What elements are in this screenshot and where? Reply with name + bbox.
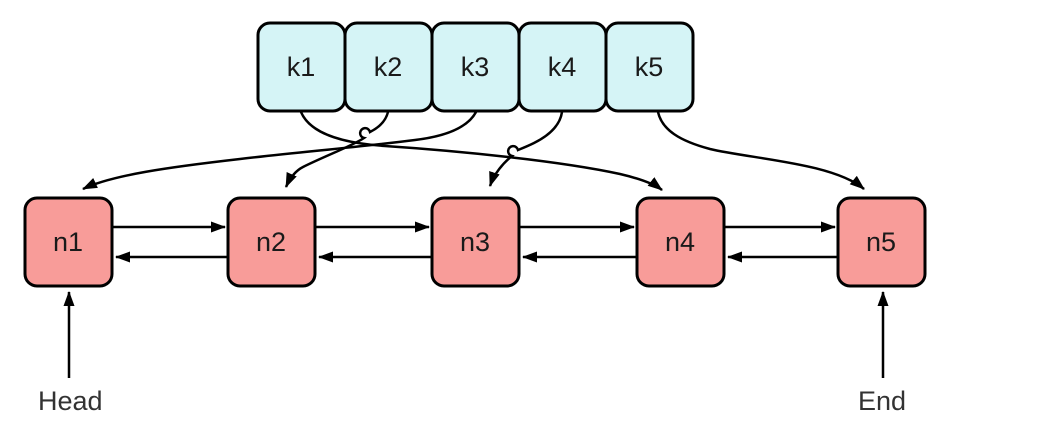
node-box-n5: n5 [836, 196, 927, 288]
node-label-n4: n4 [665, 227, 695, 257]
key-box-k3: k3 [430, 21, 521, 113]
key-box-k2: k2 [343, 21, 434, 113]
key-label-k5: k5 [635, 52, 664, 82]
node-box-n3-rect [430, 196, 521, 288]
node-label-n1: n1 [53, 227, 83, 257]
node-label-n2: n2 [256, 227, 286, 257]
node-box-n2-rect [226, 196, 317, 288]
edge-k2-n2 [284, 111, 390, 188]
linked-list-edges [113, 221, 837, 263]
node-label-n3: n3 [460, 227, 490, 257]
key-box-k5: k5 [604, 21, 695, 113]
node-box-n4-rect [635, 196, 726, 288]
end-pointer-label: End [858, 386, 906, 416]
key-node-edges [82, 111, 865, 192]
node-row: n1 n2 n3 n4 n5 [23, 196, 927, 288]
edge-k1-n4 [299, 111, 663, 192]
node-box-n3: n3 [430, 196, 521, 288]
edge-k5-n5 [656, 111, 865, 190]
node-label-n5: n5 [866, 227, 896, 257]
edge-k3-n1 [82, 111, 478, 191]
node-box-n4: n4 [635, 196, 726, 288]
edge-k4-n3 [488, 111, 564, 187]
node-box-n1-rect [23, 196, 114, 288]
key-box-k5-rect [604, 21, 695, 113]
key-box-k1: k1 [256, 21, 347, 113]
node-box-n5-rect [836, 196, 927, 288]
key-label-k2: k2 [374, 52, 403, 82]
key-label-k4: k4 [548, 52, 577, 82]
pointer-edges [63, 291, 889, 378]
key-row: k1 k2 k3 k4 k5 [256, 21, 695, 113]
key-box-k4: k4 [517, 21, 608, 113]
node-box-n2: n2 [226, 196, 317, 288]
head-pointer-label: Head [38, 386, 103, 416]
node-box-n1: n1 [23, 196, 114, 288]
key-label-k3: k3 [461, 52, 490, 82]
key-label-k1: k1 [287, 52, 316, 82]
